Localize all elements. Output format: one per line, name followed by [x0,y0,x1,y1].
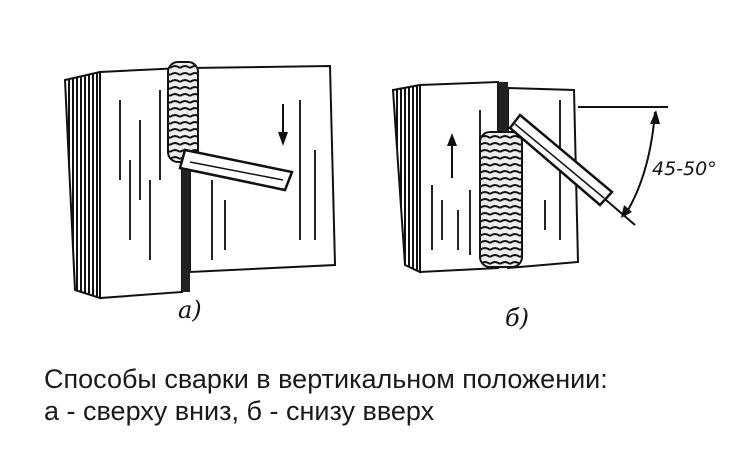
arrow-up-icon [447,133,457,178]
caption-line-2: а - сверху вниз, б - снизу вверх [44,396,435,426]
figure-a-drawing [63,61,337,300]
figure-a-label: а) [178,296,202,324]
figure-b-label: б) [505,304,530,332]
caption-line-1: Способы сварки в вертикальном положении: [44,364,608,394]
angle-label: 45-50° [652,158,717,180]
arrow-down-icon [278,104,288,146]
figure-b-drawing [391,80,668,274]
